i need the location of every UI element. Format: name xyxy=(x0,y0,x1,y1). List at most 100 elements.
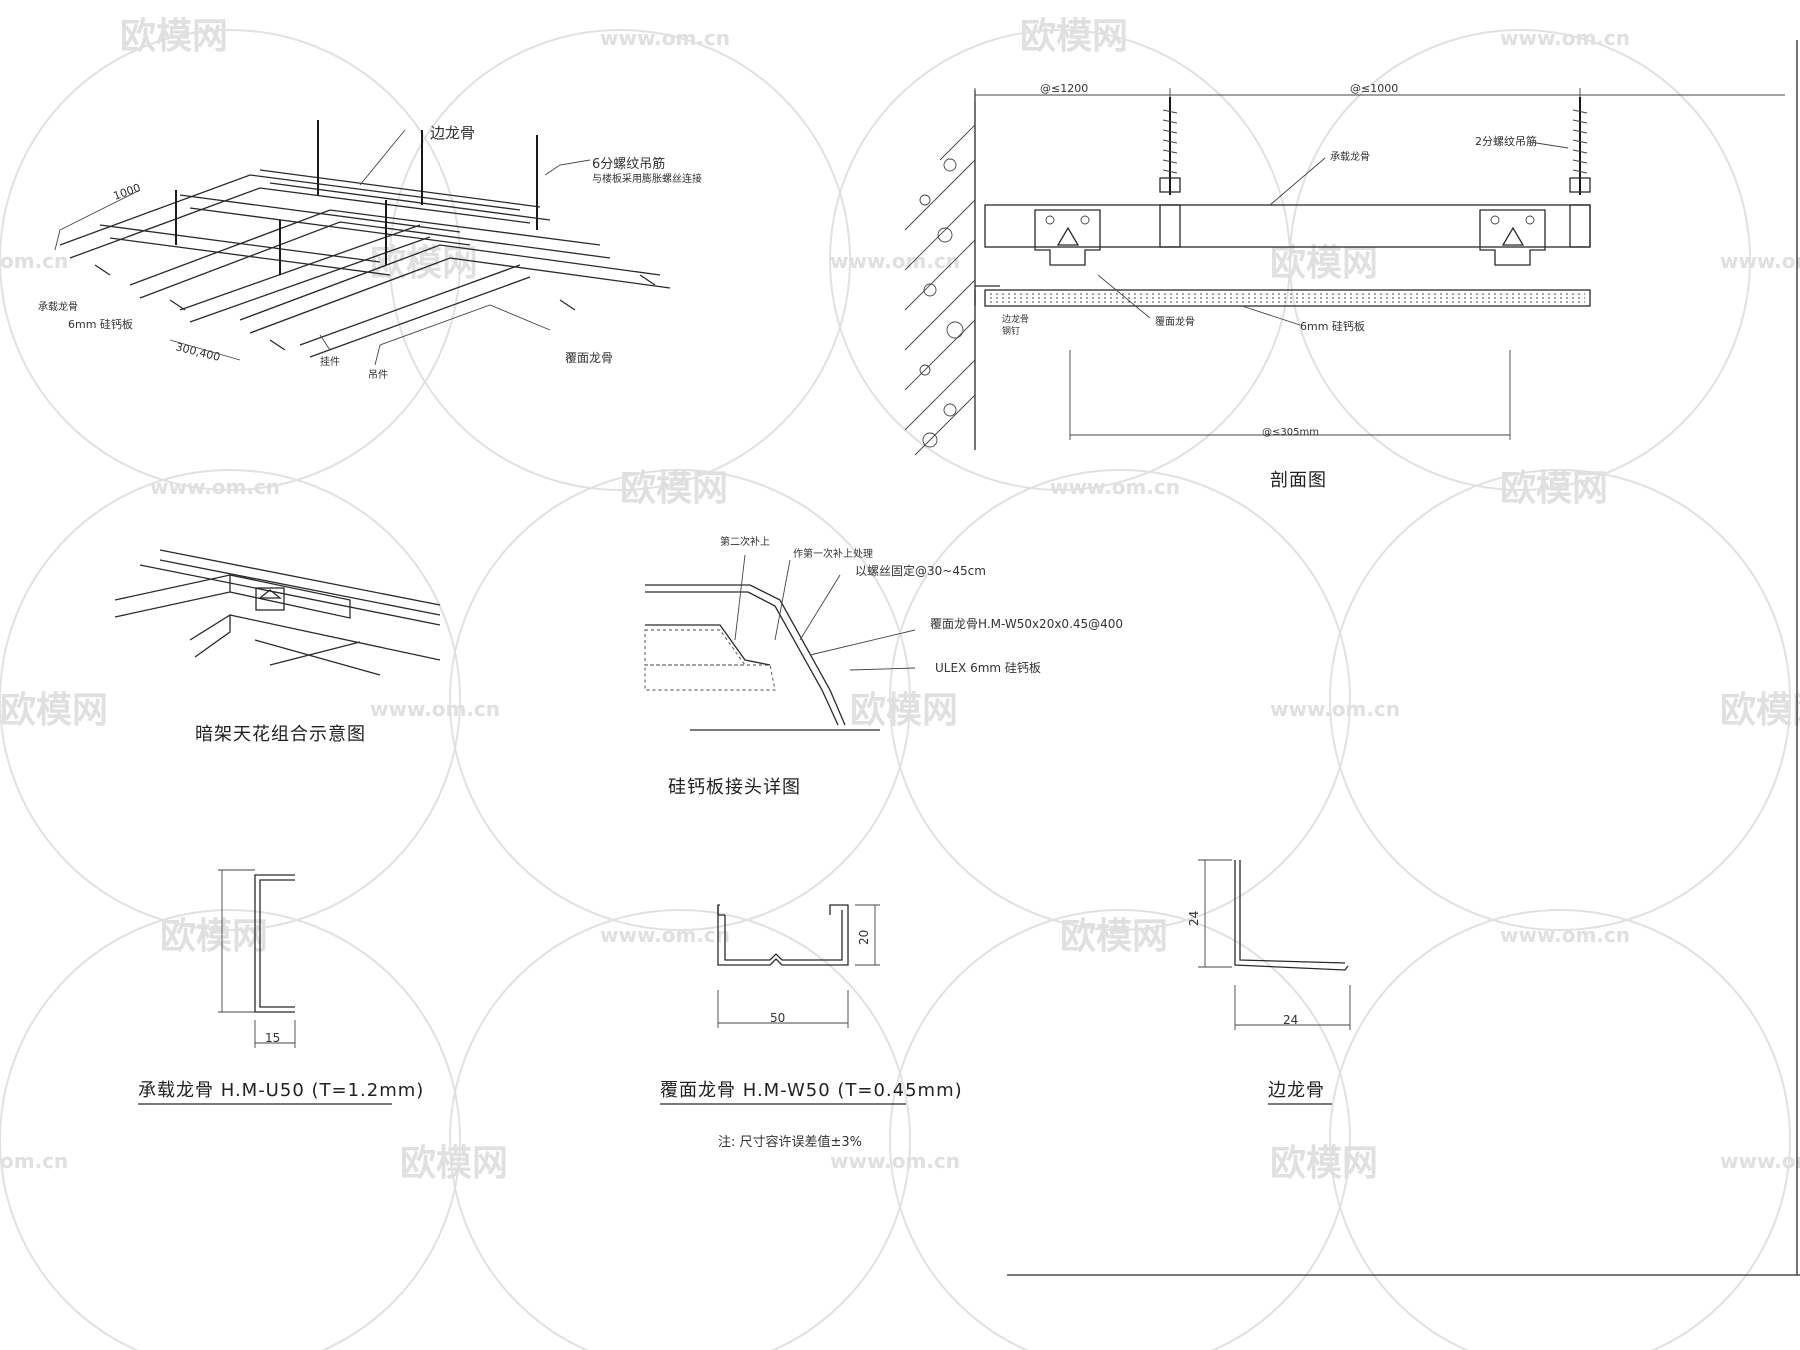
svg-text:欧模网: 欧模网 xyxy=(0,690,108,731)
dim-edge-width: 24 xyxy=(1283,1013,1298,1027)
svg-text:欧模网: 欧模网 xyxy=(370,243,478,284)
label-board-iso: 6mm 硅钙板 xyxy=(68,317,133,331)
svg-text:www.om.cn: www.om.cn xyxy=(830,249,960,273)
svg-text:欧模网: 欧模网 xyxy=(120,16,228,57)
watermark-logo: 欧模网 xyxy=(400,1143,508,1184)
svg-text:www.om.cn: www.om.cn xyxy=(600,26,730,50)
watermark-logo: 欧模网 xyxy=(620,468,728,509)
label-cover-section: 覆面龙骨 xyxy=(1155,315,1195,328)
watermark-url: www.om.cn xyxy=(1270,697,1400,721)
watermark-logo: 欧模网 xyxy=(1020,16,1128,57)
svg-text:www.om.cn: www.om.cn xyxy=(1500,26,1630,50)
label-nail-section: 钢钉 xyxy=(1002,325,1020,337)
label-rod-note-iso: 与楼板采用膨胀螺丝连接 xyxy=(592,172,702,185)
label-board-joint: ULEX 6mm 硅钙板 xyxy=(935,661,1041,675)
label-screw: 以螺丝固定@30~45cm xyxy=(855,563,986,578)
profile-u50: 15 承载龙骨 H.M-U50 (T=1.2mm) xyxy=(138,869,424,1105)
svg-text:www.om.cn: www.om.cn xyxy=(150,475,280,499)
svg-text:欧模网: 欧模网 xyxy=(1020,16,1128,57)
label-cover-iso: 覆面龙骨 xyxy=(565,351,613,365)
label-main-iso: 承载龙骨 xyxy=(38,300,78,313)
watermark-logo: 欧模网 xyxy=(1060,916,1168,957)
svg-text:欧模网: 欧模网 xyxy=(400,1143,508,1184)
svg-text:欧模网: 欧模网 xyxy=(850,690,958,731)
label-rod-section: 2分螺纹吊筋 xyxy=(1475,134,1537,148)
svg-text:www.om.cn: www.om.cn xyxy=(1720,1149,1800,1173)
title-section: 剖面图 xyxy=(1270,470,1327,491)
dim-w50-width: 50 xyxy=(770,1011,785,1025)
title-grid: 暗架天花组合示意图 xyxy=(195,724,366,745)
dim-u50: 15 xyxy=(265,1031,280,1045)
svg-text:欧模网: 欧模网 xyxy=(1500,468,1608,509)
watermark-url: www.om.cn xyxy=(1720,249,1800,273)
watermark-url: www.om.cn xyxy=(150,475,280,499)
iso-ceiling-view: 边龙骨 6分螺纹吊筋 与楼板采用膨胀螺丝连接 承载龙骨 6mm 硅钙板 1000… xyxy=(38,120,702,381)
watermark-logo: 欧模网 xyxy=(120,16,228,57)
title-joint: 硅钙板接头详图 xyxy=(668,777,801,798)
title-u50: 承载龙骨 H.M-U50 (T=1.2mm) xyxy=(138,1080,424,1101)
watermark-url: www.om.cn xyxy=(600,923,730,947)
svg-text:欧模网: 欧模网 xyxy=(160,916,268,957)
svg-text:www.om.cn: www.om.cn xyxy=(1050,475,1180,499)
svg-text:www.om.cn: www.om.cn xyxy=(370,697,500,721)
profile-w50: 20 50 覆面龙骨 H.M-W50 (T=0.45mm) xyxy=(660,904,963,1105)
watermark-url: www.om.cn xyxy=(830,1149,960,1173)
profile-edge: 24 24 边龙骨 xyxy=(1187,859,1351,1105)
svg-text:www.om.cn: www.om.cn xyxy=(830,1149,960,1173)
watermark-url: om.cn xyxy=(0,1149,68,1173)
title-edge: 边龙骨 xyxy=(1268,1080,1325,1101)
watermark-logo: 欧模网 xyxy=(1270,1143,1378,1184)
watermark-url: www.om.cn xyxy=(1500,923,1630,947)
svg-text:www.om.cn: www.om.cn xyxy=(1500,923,1630,947)
watermark-url: www.om.cn xyxy=(1050,475,1180,499)
svg-text:om.cn: om.cn xyxy=(0,1149,68,1173)
watermark-url: www.om.cn xyxy=(1720,1149,1800,1173)
watermark-logo: 欧模网 xyxy=(1270,243,1378,284)
label-2nd-patch: 第二次补上 xyxy=(720,535,770,548)
watermark-logo: 欧模网 xyxy=(0,690,108,731)
dim-1000-iso: 1000 xyxy=(112,181,143,203)
watermark-url: www.om.cn xyxy=(830,249,960,273)
title-w50: 覆面龙骨 H.M-W50 (T=0.45mm) xyxy=(660,1080,963,1101)
svg-text:www.om.cn: www.om.cn xyxy=(1270,697,1400,721)
watermark-url: www.om.cn xyxy=(1500,26,1630,50)
watermark-url: www.om.cn xyxy=(370,697,500,721)
dim-1200: @≤1200 xyxy=(1040,82,1088,95)
label-1st-patch: 作第一次补上处理 xyxy=(793,547,873,560)
watermark-logo: 欧模网 xyxy=(160,916,268,957)
svg-text:欧模网: 欧模网 xyxy=(1270,243,1378,284)
svg-text:www.om.cn: www.om.cn xyxy=(1720,249,1800,273)
label-main-section: 承载龙骨 xyxy=(1330,150,1370,163)
svg-text:www.om.cn: www.om.cn xyxy=(600,923,730,947)
watermark-logo: 欧模网 xyxy=(1720,690,1800,731)
watermark-layer: 欧模网 www.om.cn 欧模网 www.om.cn om.cn 欧模网 ww… xyxy=(0,16,1800,1350)
section-view: @≤1200 @≤1000 承载龙骨 2分螺纹吊筋 边龙骨 钢钉 覆面龙骨 6m… xyxy=(904,82,1785,491)
dim-300-iso: 300,400 xyxy=(174,340,221,364)
watermark-url: www.om.cn xyxy=(600,26,730,50)
svg-text:欧模网: 欧模网 xyxy=(1270,1143,1378,1184)
label-edge-section: 边龙骨 xyxy=(1002,313,1029,325)
dim-1000-section: @≤1000 xyxy=(1350,82,1398,95)
svg-text:欧模网: 欧模网 xyxy=(1060,916,1168,957)
tolerance-note: 注: 尺寸容许误差值±3% xyxy=(718,1134,862,1150)
label-cover-joint: 覆面龙骨H.M-W50x20x0.45@400 xyxy=(930,617,1123,631)
label-clip-iso: 吊件 xyxy=(368,369,388,381)
dim-305: @≤305mm xyxy=(1262,427,1319,438)
joint-detail-view: 第二次补上 作第一次补上处理 以螺丝固定@30~45cm 覆面龙骨H.M-W50… xyxy=(644,535,1123,798)
label-rod-iso: 6分螺纹吊筋 xyxy=(592,156,665,172)
label-hanger-iso: 挂件 xyxy=(320,355,340,368)
label-board-section: 6mm 硅钙板 xyxy=(1300,319,1365,333)
dim-w50-height: 20 xyxy=(857,930,871,945)
dim-edge-height: 24 xyxy=(1187,911,1201,926)
svg-text:欧模网: 欧模网 xyxy=(1720,690,1800,731)
watermark-logo: 欧模网 xyxy=(850,690,958,731)
watermark-logo: 欧模网 xyxy=(370,243,478,284)
svg-text:om.cn: om.cn xyxy=(0,249,68,273)
label-edge-iso: 边龙骨 xyxy=(430,124,475,142)
svg-text:欧模网: 欧模网 xyxy=(620,468,728,509)
grid-combination-view: 暗架天花组合示意图 xyxy=(114,549,441,745)
watermark-logo: 欧模网 xyxy=(1500,468,1608,509)
watermark-url: om.cn xyxy=(0,249,68,273)
